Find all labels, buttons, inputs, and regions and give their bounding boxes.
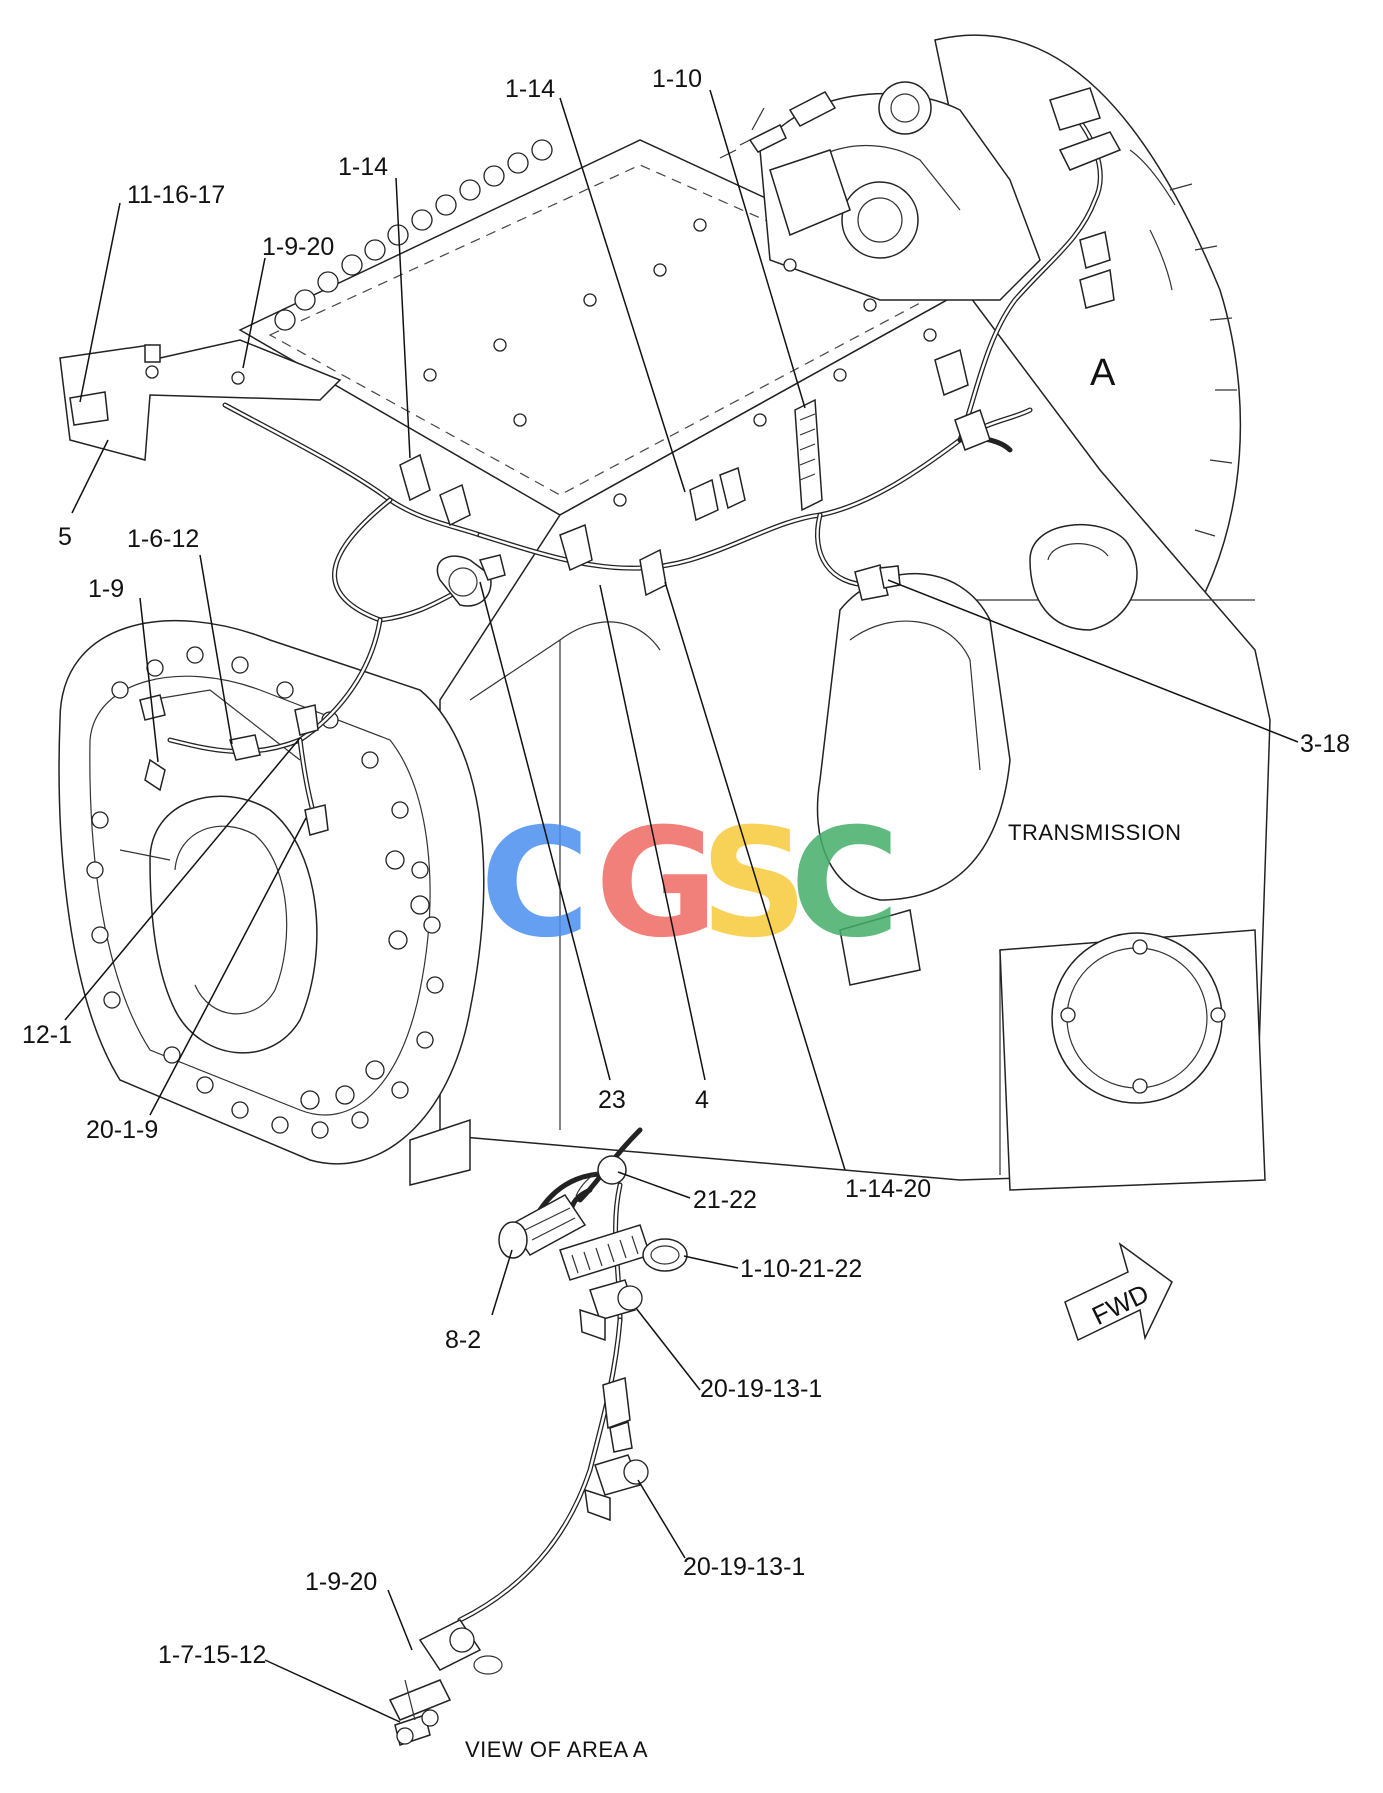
callout-20-19-13-1-lower: 20-19-13-1 xyxy=(683,1553,805,1581)
callout-20-19-13-1-upper: 20-19-13-1 xyxy=(700,1375,822,1403)
callout-12-1: 12-1 xyxy=(22,1021,72,1049)
callout-1-9-20-bottom: 1-9-20 xyxy=(305,1568,377,1596)
callout-21-22: 21-22 xyxy=(693,1186,757,1214)
watermark-letter: C xyxy=(480,797,590,971)
callout-23: 23 xyxy=(598,1086,626,1114)
callout-5: 5 xyxy=(58,523,72,551)
area-a-detail xyxy=(388,1127,688,1746)
callout-8-2: 8-2 xyxy=(445,1326,481,1354)
wire-harness-main xyxy=(139,87,1122,836)
flange-bolts xyxy=(86,646,444,1139)
callout-1-9-20-top: 1-9-20 xyxy=(262,233,334,261)
watermark-letter: C xyxy=(790,797,900,971)
callout-4: 4 xyxy=(695,1086,709,1114)
callout-11-16-17: 11-16-17 xyxy=(127,181,225,209)
callout-1-6-12: 1-6-12 xyxy=(127,525,199,553)
mounting-bracket xyxy=(59,339,342,461)
cover-edge-bolts xyxy=(274,139,937,507)
view-of-area-a-caption: VIEW OF AREA A xyxy=(465,1737,648,1762)
callout-labels: 1-14 1-10 1-14 11-16-17 1-9-20 A 5 1-6-1… xyxy=(22,65,1350,1762)
watermark-letter: G xyxy=(595,797,718,971)
watermark: C G S C xyxy=(480,797,900,971)
callout-1-10: 1-10 xyxy=(652,65,702,93)
callout-1-9: 1-9 xyxy=(88,575,124,603)
callout-1-14-20: 1-14-20 xyxy=(845,1175,931,1203)
callout-1-7-15-12: 1-7-15-12 xyxy=(158,1641,266,1669)
callout-1-10-21-22: 1-10-21-22 xyxy=(740,1255,862,1283)
rear-flange-teeth xyxy=(1129,149,1237,600)
callout-1-14-upper: 1-14 xyxy=(505,75,555,103)
transmission-caption: TRANSMISSION xyxy=(1008,820,1181,845)
fwd-arrow: FWD xyxy=(1064,1242,1173,1342)
callout-1-14-left: 1-14 xyxy=(338,153,388,181)
leader-lines xyxy=(64,89,1299,1723)
callout-3-18: 3-18 xyxy=(1300,730,1350,758)
callout-20-1-9: 20-1-9 xyxy=(86,1116,158,1144)
watermark-letter: S xyxy=(700,797,808,971)
transmission-housing xyxy=(58,34,1271,1191)
area-a-marker: A xyxy=(1090,352,1116,394)
